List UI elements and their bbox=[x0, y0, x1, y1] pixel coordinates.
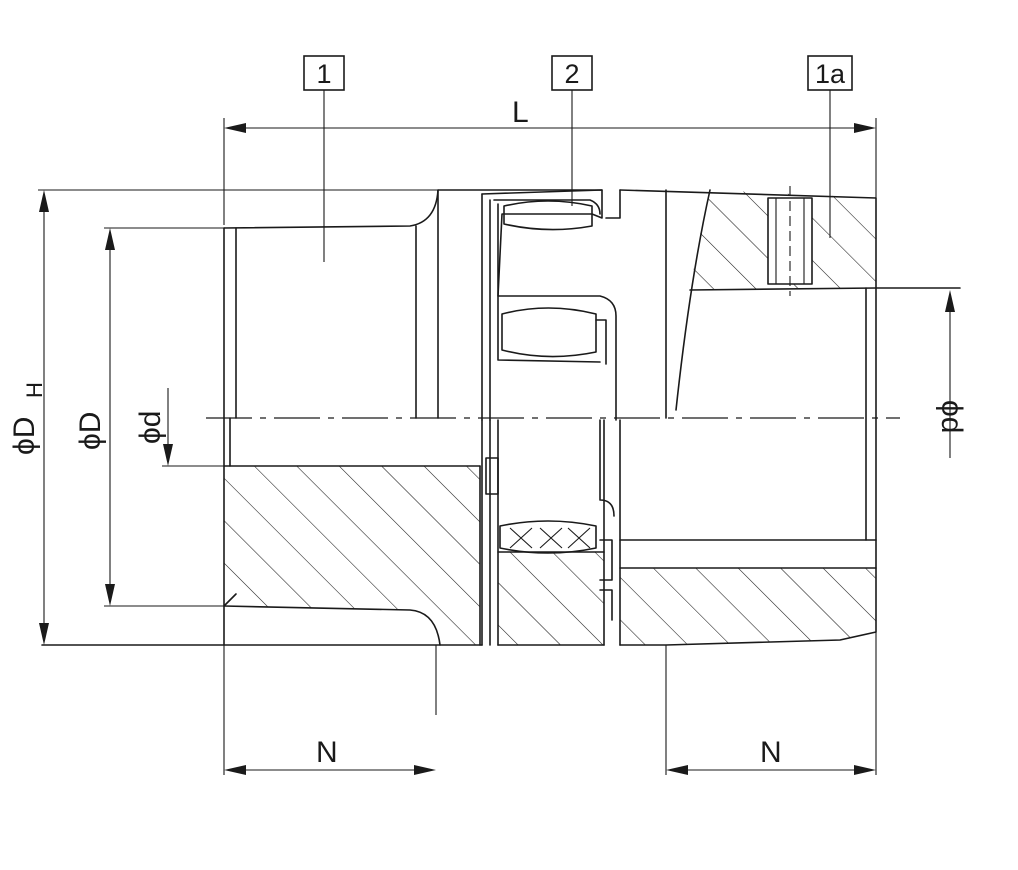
callout-1 bbox=[303, 55, 345, 262]
dimension-D bbox=[104, 227, 224, 607]
dimension-d-left bbox=[162, 388, 224, 467]
dimension-d-right-label: ϕd bbox=[935, 400, 968, 434]
dimension-N-right bbox=[665, 632, 877, 775]
dimension-DH-label: ϕD bbox=[8, 417, 41, 455]
dimension-d-left-label: ϕd bbox=[134, 411, 167, 445]
spider-element bbox=[481, 189, 617, 646]
dimension-N-left-label: N bbox=[316, 736, 338, 769]
callout-1a bbox=[807, 55, 853, 238]
callout-1-label: 1 bbox=[316, 59, 331, 89]
dimension-L-label: L bbox=[512, 96, 529, 129]
dimension-N-left bbox=[223, 645, 437, 775]
dimension-DH bbox=[38, 189, 438, 645]
dimension-L bbox=[223, 118, 877, 225]
callout-1a-label: 1a bbox=[815, 59, 846, 89]
dimension-d-right bbox=[945, 290, 955, 458]
callout-2-label: 2 bbox=[564, 59, 579, 89]
dimension-DH-subscript: H bbox=[22, 382, 47, 398]
dimension-N-right-label: N bbox=[760, 736, 782, 769]
left-hub bbox=[41, 189, 603, 646]
dimension-D-label: ϕD bbox=[74, 412, 107, 450]
right-hub-lower-hatch bbox=[620, 568, 876, 645]
left-hub-section-hatch bbox=[224, 466, 480, 645]
right-hub bbox=[605, 186, 961, 646]
callout-2 bbox=[551, 55, 593, 206]
